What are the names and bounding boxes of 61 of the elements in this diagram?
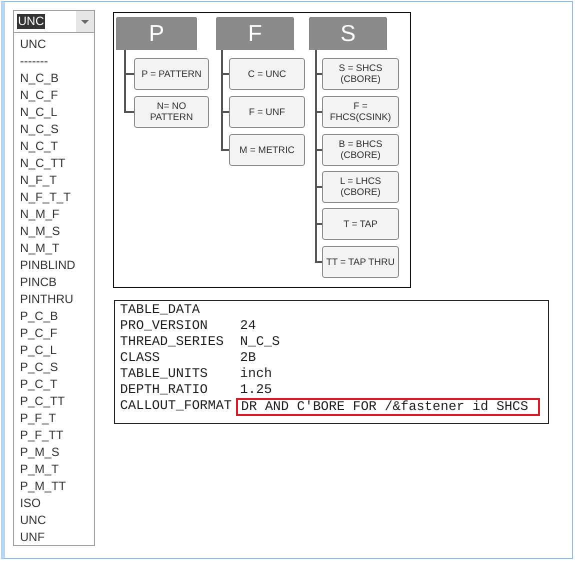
parameter-value: 2B (240, 350, 256, 366)
list-option: P_C_F (18, 325, 60, 342)
list-option: P_C_TT (18, 393, 67, 410)
definition-card: TT = TAP THRU (322, 246, 399, 278)
list-option: P_C_T (18, 376, 60, 394)
list-option: PINTHRU (18, 290, 76, 308)
selected-text: UNC (17, 14, 45, 29)
definition-card: N= NO PATTERN (134, 96, 209, 128)
list-option: N_M_F (18, 206, 62, 223)
letter-header: S (309, 17, 387, 50)
letter-header: F (216, 17, 294, 50)
list-option: P_C_B (18, 308, 60, 325)
list-option: P_M_S (18, 444, 62, 462)
list-option: PINCB (18, 274, 59, 291)
list-option: ------- (18, 52, 50, 70)
list-option: ISO (18, 495, 43, 512)
definition-card: P = PATTERN (134, 58, 209, 90)
definition-card: B = BHCS (CBORE) (322, 134, 399, 166)
parameter-name: CALLOUT_FORMAT (120, 398, 232, 414)
parameter-name: PRO_VERSION (120, 318, 208, 334)
parameter-name: TABLE_DATA (120, 302, 200, 318)
list-option: UNC (18, 36, 48, 52)
list-option: P_M_T (18, 461, 61, 478)
list-option: UNC (18, 512, 48, 530)
parameter-name: TABLE_UNITS (120, 366, 208, 382)
definition-card: S = SHCS (CBORE) (322, 58, 399, 90)
definition-card: F = UNF (229, 96, 305, 128)
parameter-value: 24 (240, 318, 256, 334)
parameter-value: N_C_S (240, 334, 280, 350)
definition-card: F = FHCS(CSINK) (322, 96, 399, 128)
parameter-value: 1.25 (240, 382, 272, 398)
parameter-name: THREAD_SERIES (120, 334, 224, 350)
list-option: P_F_T (18, 410, 58, 428)
list-option: N_C_L (18, 104, 60, 121)
list-option: N_C_B (18, 70, 61, 87)
parameter-name: DEPTH_RATIO (120, 382, 208, 398)
list-option: N_F_T_T (18, 188, 73, 206)
letter-header: P (116, 17, 197, 50)
list-option: P_C_L (18, 342, 59, 360)
connector-line (124, 50, 134, 113)
parameter-name: CLASS (120, 350, 160, 366)
connector-line (221, 50, 229, 151)
connector-line (315, 50, 322, 263)
list-option: N_C_S (18, 120, 61, 138)
list-option: N_M_S (18, 222, 62, 240)
list-option: N_C_T (18, 138, 60, 155)
list-option: N_F_T (18, 172, 59, 189)
definition-card: L = LHCS (CBORE) (322, 171, 399, 203)
list-option: P_F_TT (18, 427, 66, 444)
list-option: PINBLIND (18, 256, 78, 274)
list-option: N_C_TT (18, 154, 68, 172)
parameter-value: inch (240, 366, 272, 382)
definition-card: T = TAP (322, 208, 399, 240)
definition-card: M = METRIC (229, 134, 305, 166)
list-option: P_M_TT (18, 478, 68, 496)
list-option: N_M_T (18, 240, 62, 257)
highlighted-value: DR AND C'BORE FOR /&fastener id SHCS (236, 398, 540, 416)
list-option: UNF (18, 529, 47, 546)
list-option: N_C_F (18, 86, 60, 104)
definition-card: C = UNC (229, 58, 305, 90)
list-option: P_C_S (18, 359, 60, 376)
